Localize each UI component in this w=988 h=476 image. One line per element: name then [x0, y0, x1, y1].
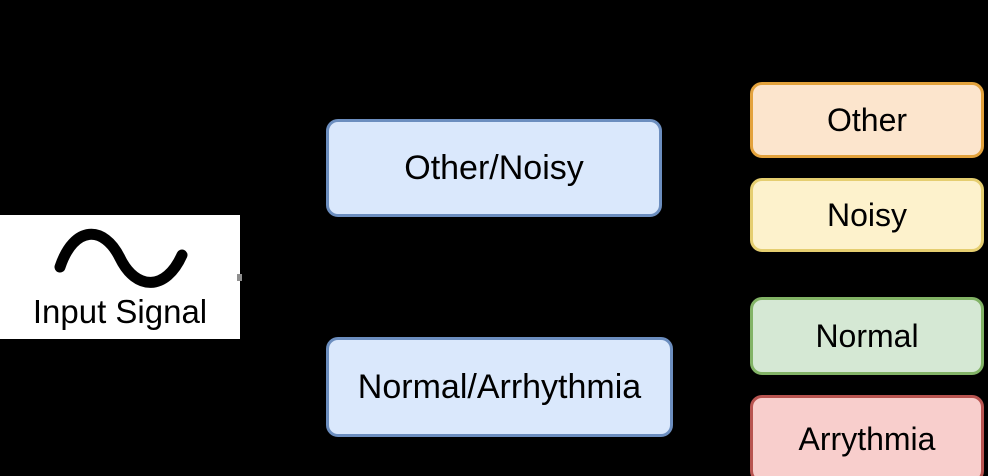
node-other[interactable]: Other	[750, 82, 984, 158]
node-noisy[interactable]: Noisy	[750, 178, 984, 252]
node-other-noisy[interactable]: Other/Noisy	[326, 119, 662, 217]
node-normal-arrhythmia[interactable]: Normal/Arrhythmia	[326, 337, 673, 437]
node-normal[interactable]: Normal	[750, 297, 984, 375]
input-signal-card[interactable]: Input Signal	[0, 215, 240, 339]
node-other-noisy-label: Other/Noisy	[404, 148, 584, 187]
node-arrythmia-label: Arrythmia	[798, 420, 936, 457]
sine-wave-icon	[52, 221, 192, 295]
node-noisy-label: Noisy	[826, 196, 907, 233]
node-normal-label: Normal	[815, 317, 919, 354]
connector-stub	[237, 274, 242, 281]
node-arrythmia[interactable]: Arrythmia	[750, 395, 984, 476]
input-signal-label: Input Signal	[32, 293, 208, 330]
node-normal-arrhythmia-label: Normal/Arrhythmia	[357, 367, 642, 406]
node-other-label: Other	[826, 101, 908, 138]
